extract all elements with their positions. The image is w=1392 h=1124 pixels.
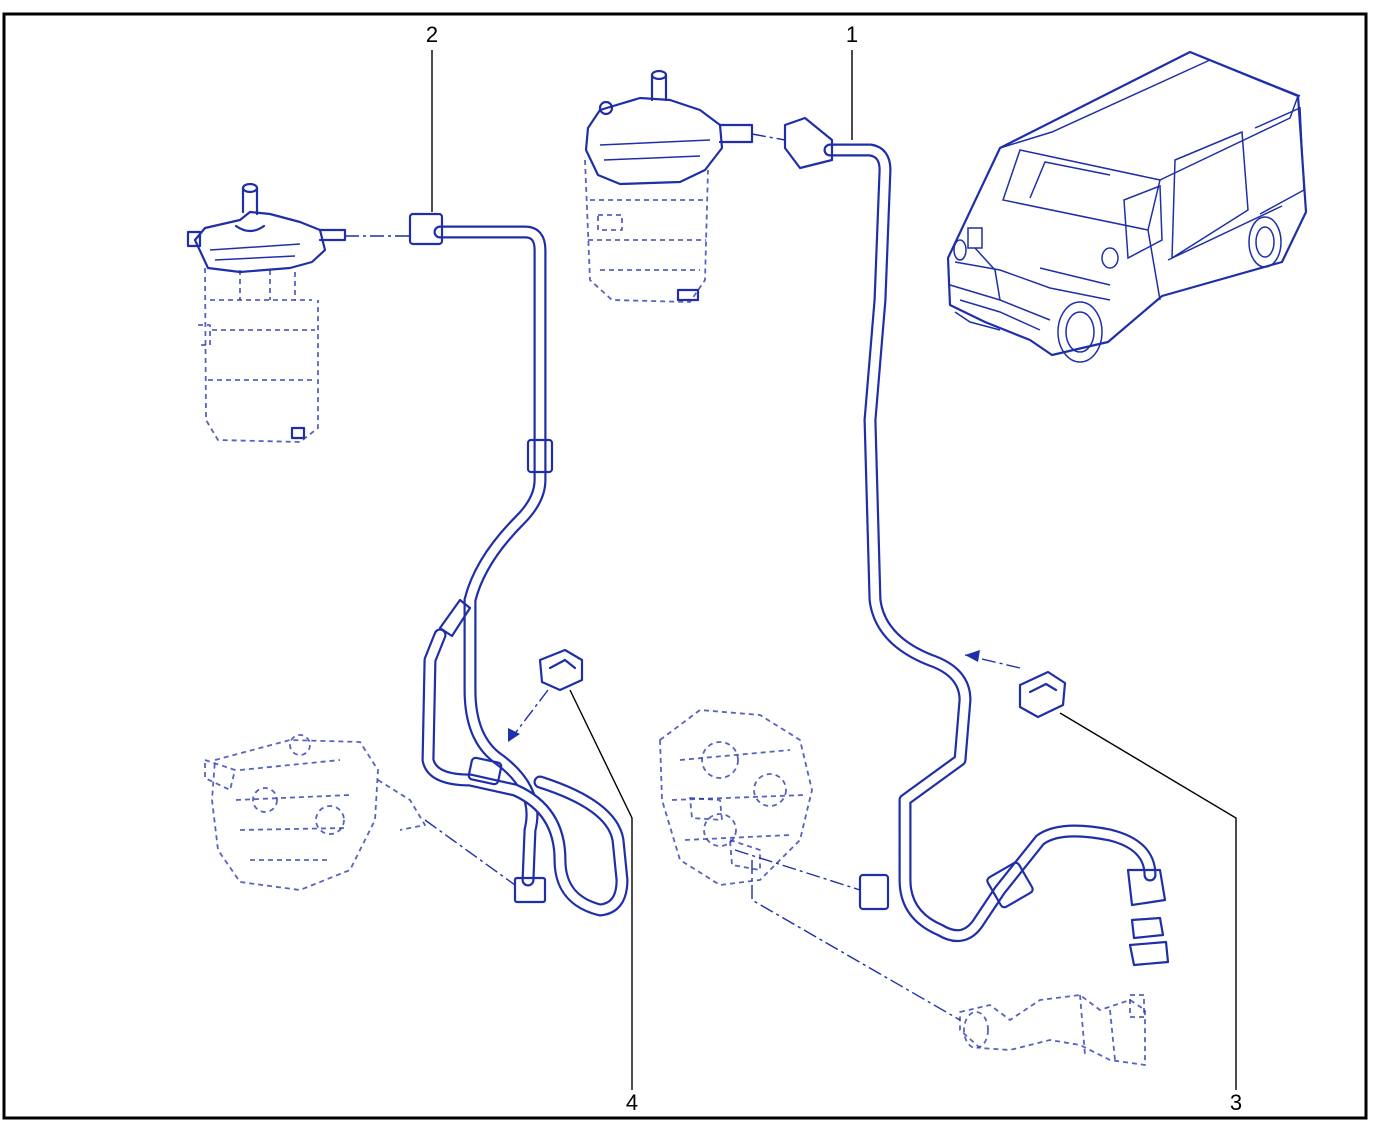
clip-3 (1018, 670, 1067, 719)
assembly-lines (345, 133, 1021, 1021)
callout-3: 3 (1230, 1090, 1242, 1115)
fuel-pipe-1 (783, 116, 1170, 967)
fuel-filter-right (584, 69, 754, 303)
diagram-frame (2, 12, 1368, 1120)
callout-4: 4 (626, 1090, 638, 1115)
fuel-pipe-2 (408, 212, 629, 917)
callout-2: 2 (426, 22, 438, 47)
injection-pump-left (204, 734, 426, 891)
fuel-filter-left (186, 182, 347, 443)
clip-4 (538, 648, 584, 692)
return-housing (959, 994, 1146, 1066)
callout-1: 1 (846, 22, 858, 47)
van-illustration (946, 50, 1308, 363)
leader-lines (431, 50, 1237, 1090)
injection-pump-right (659, 709, 813, 886)
